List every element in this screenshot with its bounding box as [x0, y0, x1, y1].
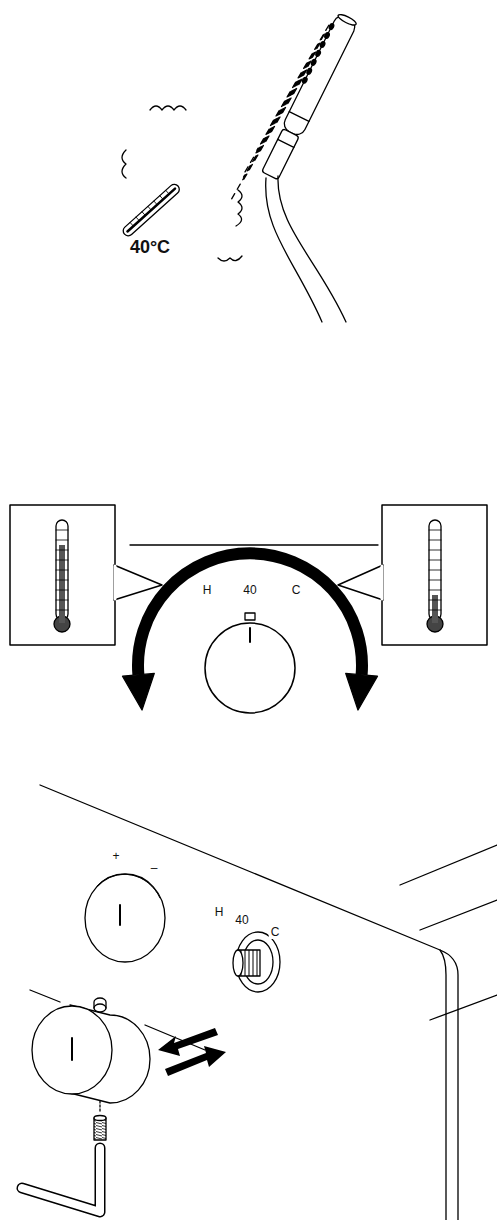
- scale-mark: C: [290, 583, 303, 597]
- scale-mark: H: [213, 905, 226, 919]
- steam: [122, 106, 242, 261]
- scale-mark: 40: [241, 583, 258, 597]
- flow-mark: +: [110, 849, 121, 863]
- removed-knob: [32, 998, 150, 1103]
- flow-knob: [85, 874, 165, 962]
- spindle: [233, 932, 280, 992]
- callout-box-hot: [10, 505, 162, 645]
- grub-screw: [94, 1101, 106, 1140]
- hex-key: [22, 1148, 100, 1212]
- temperature-reading: 40°C: [128, 237, 172, 257]
- scale-mark: H: [201, 583, 214, 597]
- flow-mark: –: [149, 861, 160, 875]
- scale-mark: C: [269, 925, 282, 939]
- scale-mark: 40: [233, 913, 250, 927]
- hose: [278, 176, 346, 322]
- hose: [266, 178, 322, 322]
- hand-shower: [258, 11, 358, 180]
- thermostat-knob: [205, 613, 295, 713]
- wall-line: [130, 544, 378, 545]
- pull-push-arrows: [158, 1028, 226, 1076]
- thermometer: [121, 182, 181, 238]
- spray-line: [232, 70, 307, 199]
